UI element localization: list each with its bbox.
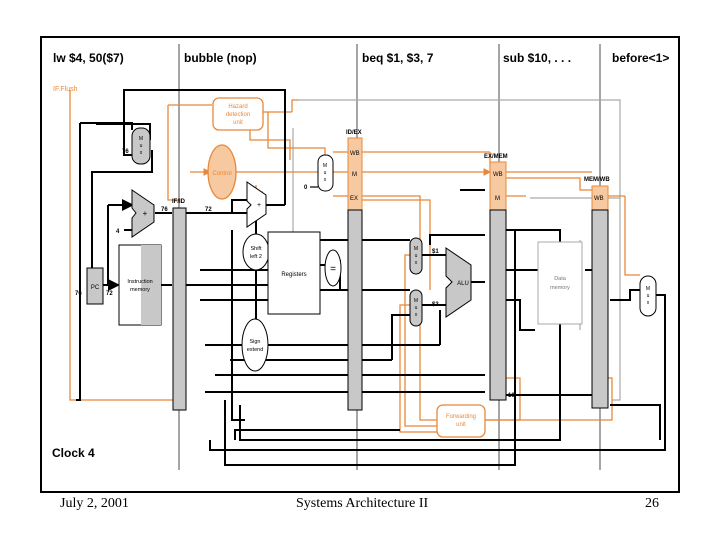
wb-mux-u: u (647, 293, 650, 299)
pc-mux-m: M (139, 136, 143, 142)
active-wires (69, 90, 640, 433)
control-label: Control (212, 171, 231, 177)
alu (445, 247, 472, 318)
alu-mux-lower-m: M (414, 298, 418, 304)
dmem-line-2: memory (550, 285, 570, 291)
alu-mux-upper-x: x (415, 260, 418, 266)
pc-value-72: 72 (106, 291, 113, 297)
forwarding-line-2: unit (456, 422, 466, 428)
clock-label: Clock 4 (52, 446, 95, 460)
hazard-detection-unit (212, 97, 264, 131)
reg-3-label: $3 (432, 302, 439, 308)
ifid-value-72: 72 (205, 207, 212, 213)
exmem-control-register (489, 161, 507, 211)
pc-mux (131, 127, 151, 165)
footer-title: Systems Architecture II (296, 496, 429, 511)
idex-m-label: M (352, 172, 357, 178)
memwb-register (591, 209, 609, 409)
exmem-label: EX/MEM (484, 154, 508, 160)
stage-mem-instruction: sub $10, . . . (503, 51, 571, 65)
pc-label: PC (91, 285, 100, 291)
footer-date: July 2, 2001 (60, 496, 129, 511)
stage-if-instruction: lw $4, 50($7) (53, 51, 124, 65)
wb-mux-x: x (647, 300, 650, 306)
hazard-line-2: detection (226, 112, 250, 118)
memwb-label: MEM/WB (584, 177, 610, 183)
pc-adder-plus: + (143, 209, 148, 218)
control-mux-u: u (324, 170, 327, 176)
pc-mux-u: u (140, 143, 143, 149)
ifid-label: IF/ID (172, 199, 186, 205)
alu-mux-upper (409, 237, 423, 275)
idex-wb-label: WB (350, 151, 360, 157)
hazard-line-1: Hazard (228, 104, 247, 110)
datapath-wires (76, 89, 666, 466)
pc-adder (131, 189, 155, 238)
idex-register (347, 209, 363, 411)
forwarding-unit (436, 404, 486, 438)
if-flush-label: IF.Flush (53, 86, 78, 93)
pc-mux-value-76: 76 (122, 149, 129, 155)
alu-mux-upper-m: M (414, 246, 418, 252)
ifid-register (172, 207, 187, 411)
control-mux-m: M (323, 163, 327, 169)
equal-comparator (324, 249, 342, 287)
equal-sign: = (330, 264, 336, 275)
const-0-label: 0 (304, 185, 308, 191)
stage-id-instruction: bubble (nop) (184, 51, 257, 65)
hazard-line-3: unit (233, 120, 243, 126)
sign-line-1: Sign (249, 339, 260, 345)
pc-mux-x: x (140, 150, 143, 156)
control-mux (317, 154, 334, 192)
reg-1-label: $1 (432, 249, 439, 255)
value-10-label: 10 (508, 393, 515, 399)
exmem-m-label: M (495, 196, 500, 202)
idex-label: ID/EX (346, 130, 362, 136)
shift-line-1: Shift (250, 246, 261, 252)
instruction-memory-shade (141, 245, 161, 325)
shift-line-2: left 2 (250, 254, 262, 260)
stage-wb-instruction: before<1> (612, 51, 669, 65)
alu-mux-upper-u: u (415, 253, 418, 259)
branch-adder-plus: + (257, 202, 261, 209)
branch-adder (246, 181, 267, 228)
shift-left-2 (242, 233, 270, 271)
data-memory (537, 241, 583, 325)
sign-extend (241, 318, 269, 372)
adder-value-76: 76 (161, 207, 168, 213)
pc-register (86, 267, 104, 305)
imem-line-2: memory (130, 287, 150, 293)
stage-ex-instruction: beq $1, $3, 7 (362, 51, 434, 65)
control-unit (207, 144, 237, 200)
registers-label: Registers (281, 272, 306, 278)
control-mux-x: x (324, 177, 327, 183)
writeback-mux (639, 275, 657, 317)
forwarding-line-1: Forwarding (446, 414, 476, 420)
const-4-label: 4 (116, 229, 120, 235)
exmem-register (489, 209, 507, 401)
alu-mux-lower-u: u (415, 305, 418, 311)
dmem-line-1: Data (554, 276, 567, 282)
alu-mux-lower (409, 289, 423, 327)
footer-page: 26 (645, 496, 659, 511)
exmem-wb-label: WB (493, 172, 503, 178)
alu-mux-lower-x: x (415, 312, 418, 318)
pc-value-76: 76 (75, 291, 82, 297)
sign-line-2: extend (247, 347, 264, 353)
imem-line-1: Instruction (127, 279, 152, 285)
memwb-wb-label: WB (594, 196, 604, 202)
wb-mux-m: M (646, 286, 650, 292)
register-file (267, 231, 321, 315)
idex-ex-label: EX (350, 196, 358, 202)
alu-label: ALU (457, 281, 469, 287)
